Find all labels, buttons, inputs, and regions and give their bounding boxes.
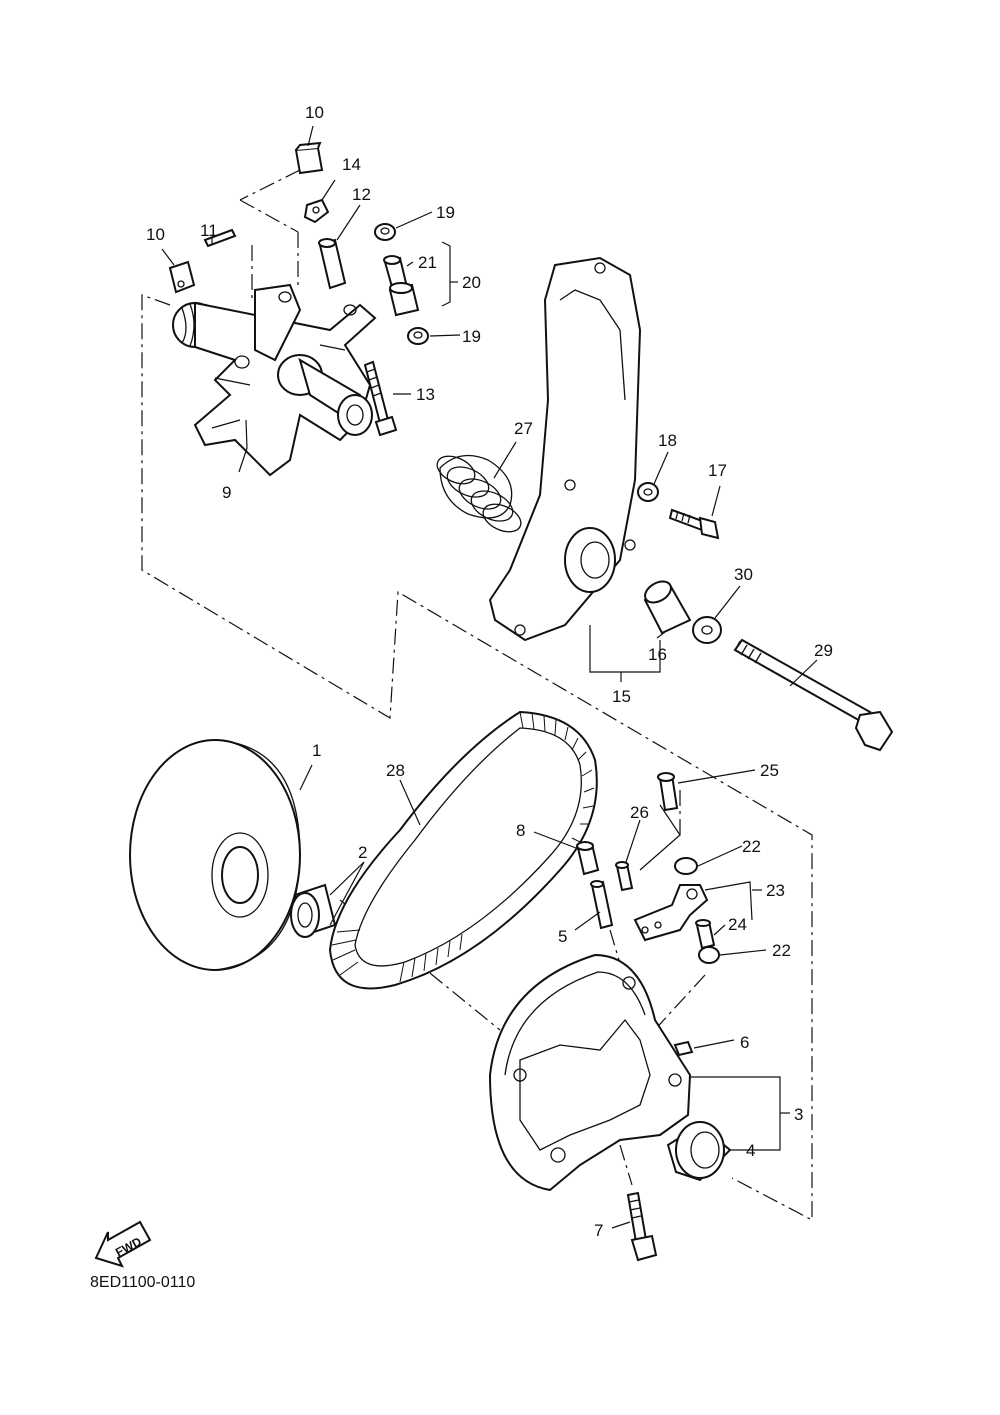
pin-part-26 [615, 861, 634, 892]
callout-22-top: 22 [742, 837, 761, 856]
bushing-part-4 [666, 1121, 732, 1182]
callout-24: 24 [728, 915, 747, 934]
washer-part-22-bottom [698, 946, 720, 964]
bolt-part-7 [626, 1191, 658, 1262]
callout-10-top: 10 [305, 103, 324, 122]
callout-3: 3 [794, 1105, 803, 1124]
callout-19-top: 19 [436, 203, 455, 222]
callout-19-bottom: 19 [462, 327, 481, 346]
callout-8: 8 [516, 821, 525, 840]
callout-26: 26 [630, 803, 649, 822]
long-bolt-part-29 [733, 638, 894, 752]
forward-direction-arrow: FWD [94, 1220, 152, 1268]
callout-numbers: 10 14 12 19 10 11 21 20 19 13 27 18 17 9… [146, 103, 833, 1240]
drive-belt-part-28 [328, 710, 598, 990]
callout-2: 2 [358, 843, 367, 862]
weight-part-10-left [168, 260, 196, 294]
leader-lines [161, 125, 818, 1229]
fitting-part-8 [576, 841, 600, 876]
callout-12: 12 [352, 185, 371, 204]
bolt-part-17 [668, 508, 720, 540]
callout-7: 7 [594, 1221, 603, 1240]
washer-part-30 [692, 616, 722, 644]
nut-part-14 [303, 198, 330, 224]
callout-9: 9 [222, 483, 231, 502]
pin-part-25 [657, 772, 679, 812]
callout-16: 16 [648, 645, 667, 664]
pin-part-12 [318, 238, 347, 290]
callout-1: 1 [312, 741, 321, 760]
callout-22-bottom: 22 [772, 941, 791, 960]
bushing-part-21 [383, 255, 408, 289]
bolt-part-13 [363, 360, 398, 437]
pin-part-5 [590, 880, 614, 930]
callout-13: 13 [416, 385, 435, 404]
callout-10-left: 10 [146, 225, 165, 244]
callout-17: 17 [708, 461, 727, 480]
washer-part-19-bottom [407, 327, 429, 345]
spring-part-27 [436, 454, 522, 533]
bolt-part-6 [673, 1040, 694, 1057]
callout-18: 18 [658, 431, 677, 450]
callout-27: 27 [514, 419, 533, 438]
callout-21: 21 [418, 253, 437, 272]
washer-part-22-top [674, 857, 698, 875]
callout-5: 5 [558, 927, 567, 946]
fixed-sheave-hub-part-9 [172, 283, 377, 477]
callout-14: 14 [342, 155, 361, 174]
bushing-part-16 [643, 580, 692, 635]
diagram-code: 8ED1100-0110 [90, 1274, 195, 1291]
washer-part-18 [637, 482, 659, 502]
bushing-part-20 [388, 282, 420, 317]
callout-29: 29 [814, 641, 833, 660]
washer-part-19-top [374, 223, 396, 241]
callout-4: 4 [746, 1141, 755, 1160]
callout-23: 23 [766, 881, 785, 900]
callout-6: 6 [740, 1033, 749, 1052]
callout-30: 30 [734, 565, 753, 584]
callout-11: 11 [200, 221, 218, 240]
callout-25: 25 [760, 761, 779, 780]
bushing-part-24 [695, 919, 716, 950]
weight-part-10-top [294, 141, 324, 175]
callout-28: 28 [386, 761, 405, 780]
arm-part-23 [633, 884, 709, 942]
bushing-part-2 [290, 883, 337, 938]
sliding-sheave-part-1 [129, 739, 301, 971]
movable-sheave-part-3 [488, 953, 692, 1192]
callout-20: 20 [462, 273, 481, 292]
callout-15: 15 [612, 687, 631, 706]
cap-part-15 [488, 256, 642, 642]
